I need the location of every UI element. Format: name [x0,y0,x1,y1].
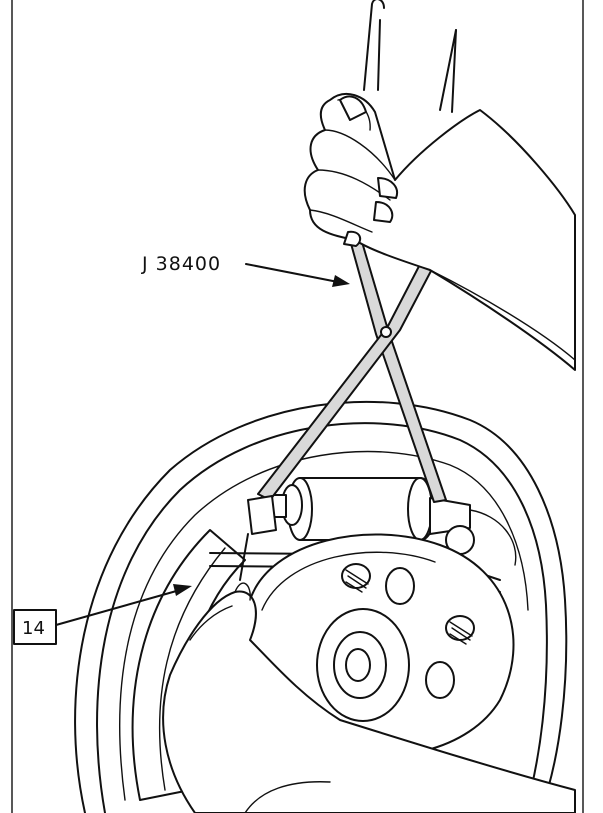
axle-hub-flange [241,533,515,757]
tool-leader-arrowhead [332,275,350,287]
callout-leader-line [55,589,181,626]
tool-leader-line [245,263,339,283]
callout-box [13,609,57,645]
tool-label: J 38400 [141,253,221,275]
callout-leader-arrowhead [173,584,192,596]
lower-hand [162,582,576,813]
wheel-stud [341,563,371,593]
callout-14-group: 14 [13,584,192,645]
upper-hand [303,93,576,371]
tool-label-group: J 38400 [141,253,350,287]
wheel-stud [445,615,475,645]
callout-number: 14 [22,618,45,639]
